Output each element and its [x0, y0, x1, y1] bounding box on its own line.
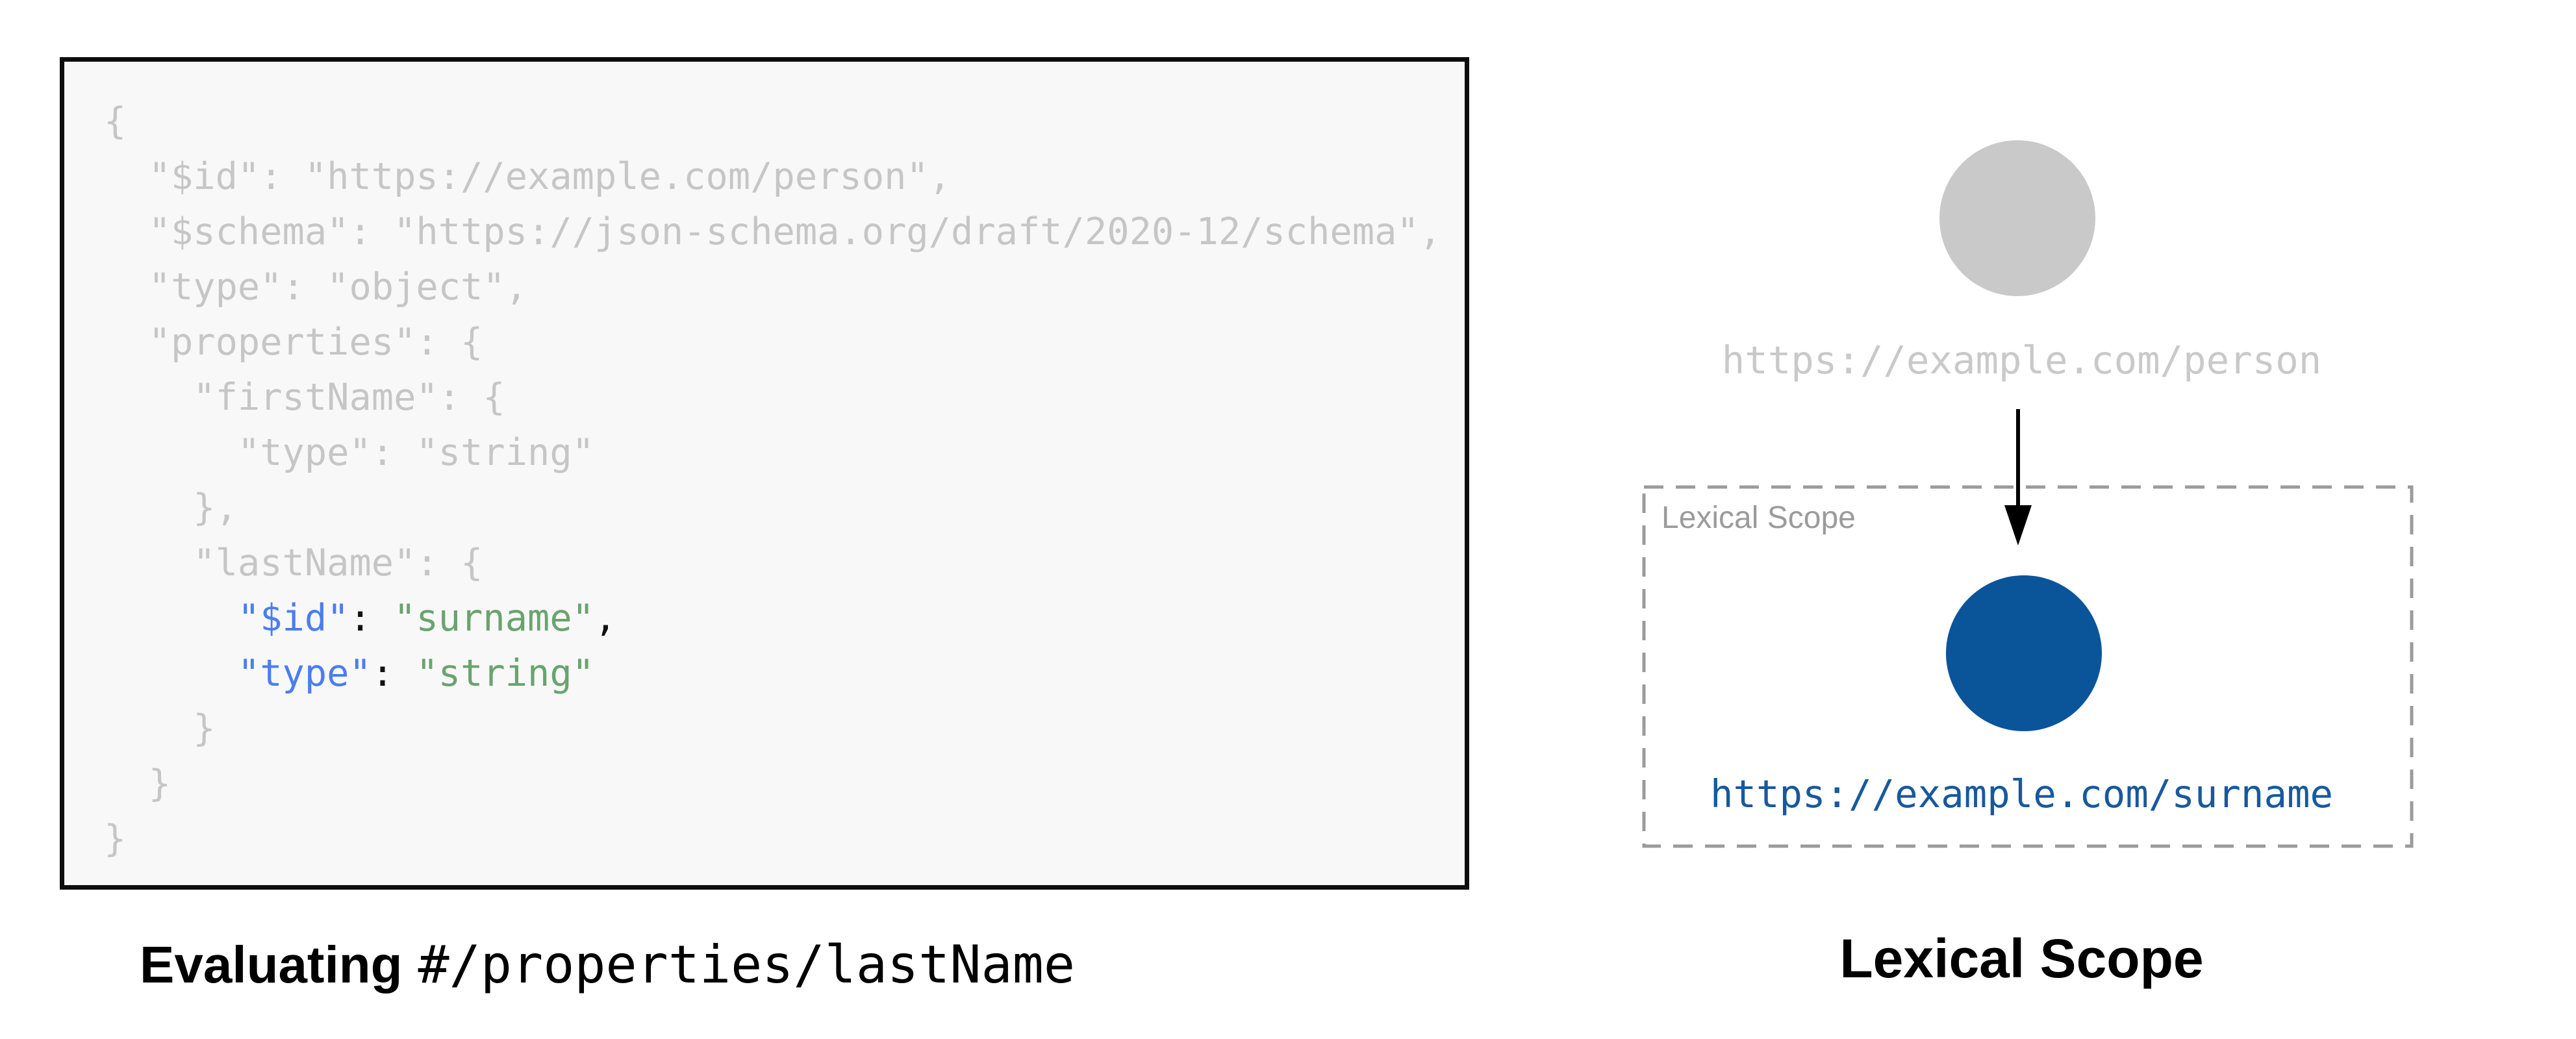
code-line: }: [104, 757, 1441, 812]
code-segment: :: [349, 597, 394, 640]
code-line: }: [104, 701, 1441, 757]
code-segment: {: [104, 100, 127, 143]
left-caption-evaluating: Evaluating: [140, 936, 403, 994]
code-segment: }: [104, 707, 216, 750]
arrow-head: [2004, 505, 2032, 545]
left-caption-json-pointer: #/properties/lastName: [418, 934, 1075, 995]
code-line: "$id": "https://example.com/person",: [104, 149, 1441, 205]
code-line: "type": "string": [104, 646, 1441, 701]
code-segment: },: [104, 486, 238, 529]
code-line: "$id": "surname",: [104, 591, 1441, 646]
lexical-scope-box: [1642, 485, 2414, 848]
person-schema-uri-label: https://example.com/person: [1721, 338, 2322, 382]
code-segment: "$id": "https://example.com/person",: [104, 155, 952, 198]
code-segment: "$schema": "https://json-schema.org/draf…: [104, 210, 1442, 253]
arrow-down-icon: [2004, 409, 2032, 545]
code-content: { "$id": "https://example.com/person", "…: [104, 94, 1441, 867]
code-line: "$schema": "https://json-schema.org/draf…: [104, 205, 1441, 260]
code-segment: :: [371, 652, 416, 695]
code-line: "properties": {: [104, 315, 1441, 370]
code-line: "firstName": {: [104, 370, 1441, 425]
lexical-scope-box-label: Lexical Scope: [1661, 501, 1856, 535]
code-line: "type": "string": [104, 425, 1441, 481]
lexical-scope-box-border: [1642, 485, 2414, 848]
code-segment: "lastName": {: [104, 542, 483, 584]
code-line: {: [104, 94, 1441, 149]
code-segment: "type": "string": [104, 431, 594, 474]
json-schema-code-block: { "$id": "https://example.com/person", "…: [60, 57, 1469, 890]
code-segment: ,: [594, 597, 617, 640]
code-line: }: [104, 812, 1441, 867]
left-caption: Evaluating #/properties/lastName: [140, 934, 1075, 996]
code-segment: "firstName": {: [104, 376, 505, 419]
surname-schema-node-circle: [1946, 575, 2102, 731]
code-segment: "surname": [394, 597, 594, 640]
code-line: "lastName": {: [104, 536, 1441, 591]
code-segment: "properties": {: [104, 321, 483, 364]
right-caption: Lexical Scope: [1839, 928, 2204, 989]
code-line: "type": "object",: [104, 260, 1441, 315]
code-segment: "type": [237, 652, 372, 695]
code-segment: "$id": [237, 597, 349, 640]
code-segment: [104, 597, 238, 640]
code-segment: }: [104, 762, 171, 805]
code-line: },: [104, 481, 1441, 536]
surname-schema-uri-label: https://example.com/surname: [1710, 771, 2334, 816]
code-segment: }: [104, 818, 127, 860]
code-segment: [104, 652, 238, 695]
code-segment: "type": "object",: [104, 266, 528, 308]
code-segment: "string": [416, 652, 594, 695]
person-schema-node-circle: [1939, 140, 2095, 296]
